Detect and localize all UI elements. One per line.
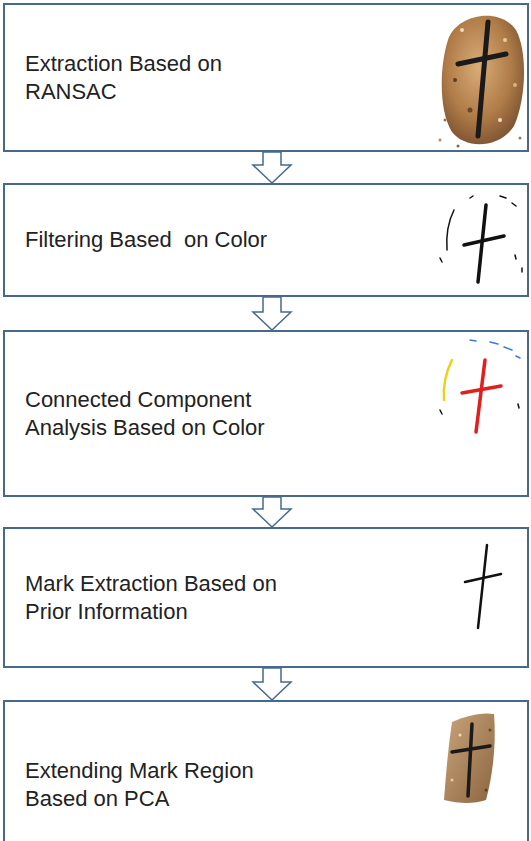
process-box: Mark Extraction Based on Prior Informati… <box>3 527 529 668</box>
process-box: Extending Mark Region Based on PCA <box>3 700 529 841</box>
process-label: Connected Component Analysis Based on Co… <box>25 386 305 442</box>
flow-arrow <box>253 297 291 330</box>
flow-arrow <box>253 668 291 700</box>
skull-point-cloud <box>439 16 525 148</box>
process-box: Connected Component Analysis Based on Co… <box>3 330 529 497</box>
process-label: Extraction Based on RANSAC <box>25 50 305 106</box>
extended-region <box>444 713 495 803</box>
process-label: Mark Extraction Based on Prior Informati… <box>25 570 305 626</box>
process-box: Filtering Based on Color <box>3 183 529 297</box>
process-label: Filtering Based on Color <box>25 226 305 254</box>
flow-arrow <box>253 152 291 183</box>
process-label: Extending Mark Region Based on PCA <box>25 757 305 813</box>
process-box: Extraction Based on RANSAC <box>3 3 529 152</box>
filtered-points <box>440 196 522 282</box>
extracted-mark <box>465 545 501 628</box>
connected-components <box>440 340 520 432</box>
flow-arrow <box>253 497 291 527</box>
